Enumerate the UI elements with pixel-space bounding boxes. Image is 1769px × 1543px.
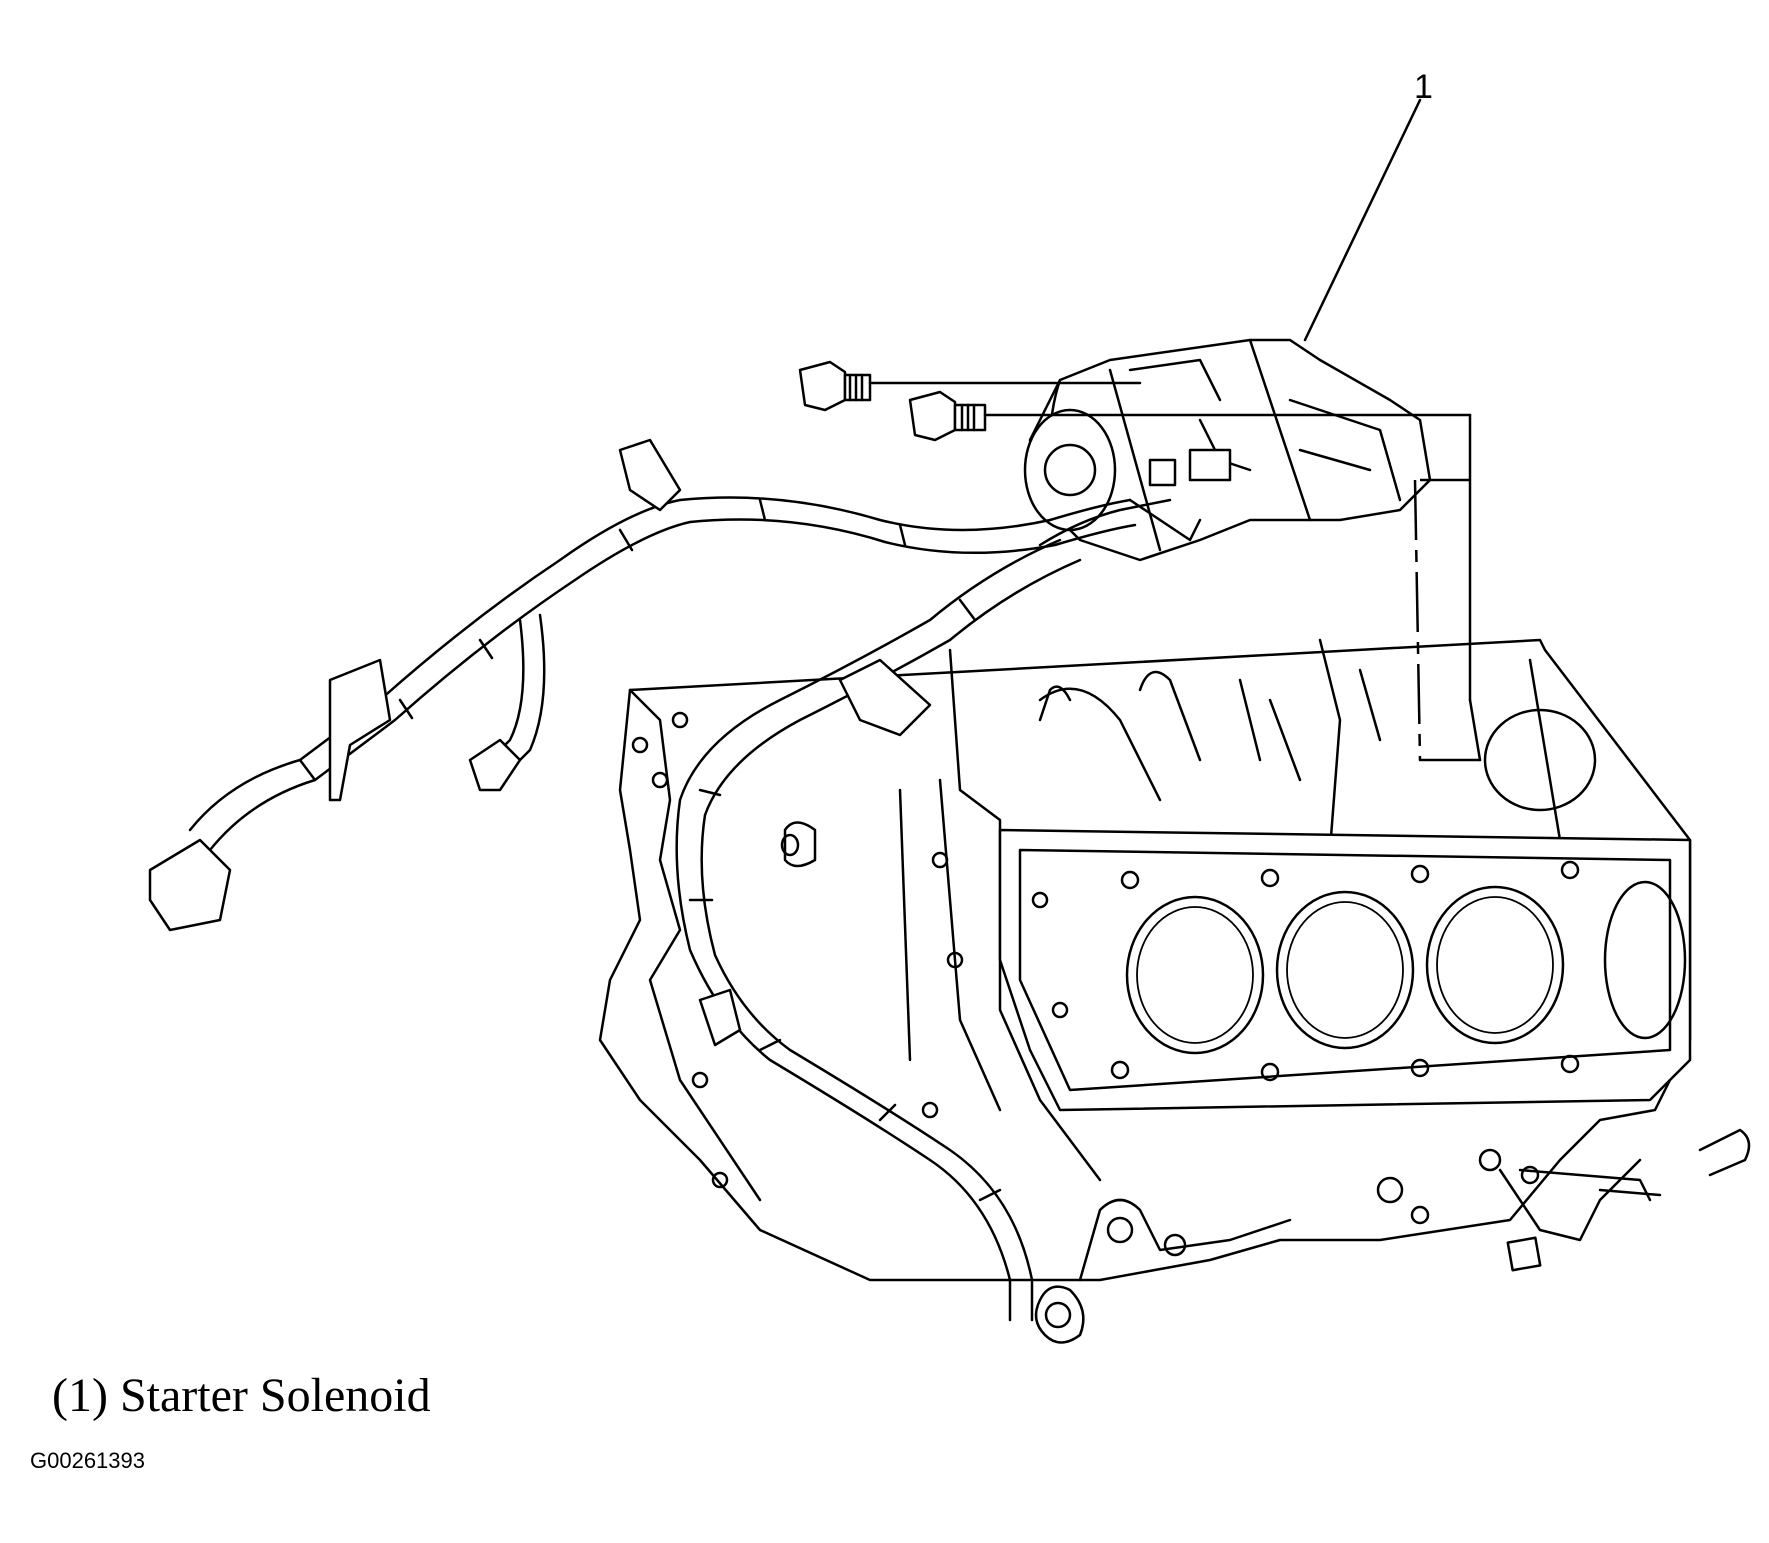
harness-tape-marks bbox=[298, 498, 1002, 1202]
engine-block-drawing bbox=[598, 638, 1751, 1282]
callout-number: 1 bbox=[1414, 68, 1433, 106]
cylinder-bores bbox=[1125, 880, 1687, 1055]
bolt-icon bbox=[798, 360, 987, 442]
wiring-harness-drawing bbox=[148, 438, 1202, 1344]
starter-motor-drawing bbox=[1023, 338, 1432, 562]
cover-bolt-holes bbox=[631, 711, 964, 1189]
figure-caption: (1) Starter Solenoid bbox=[52, 1369, 431, 1422]
deck-bolt-holes bbox=[1031, 860, 1580, 1082]
callout-leader-line bbox=[1303, 98, 1422, 342]
figure-id: G00261393 bbox=[30, 1448, 145, 1473]
